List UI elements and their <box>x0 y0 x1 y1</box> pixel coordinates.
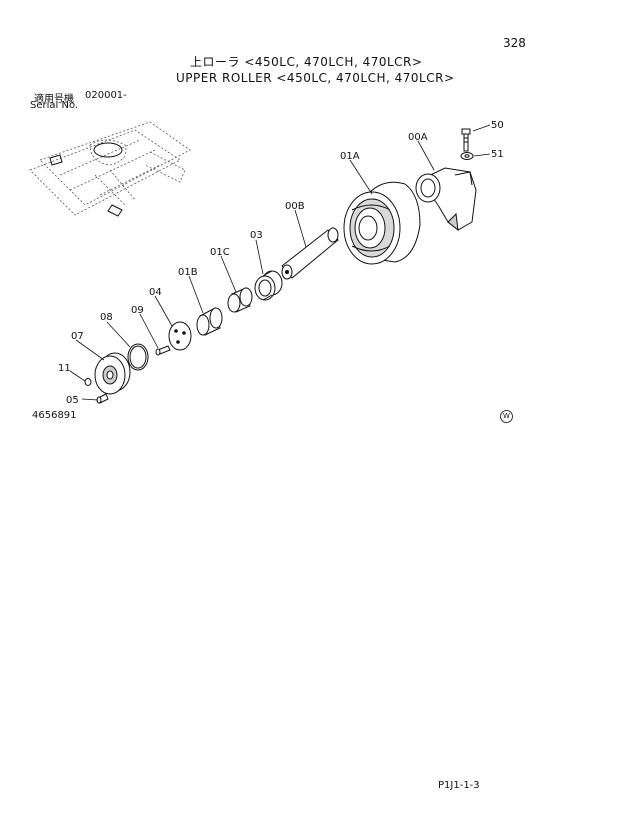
cover-07 <box>94 352 131 395</box>
reference-mark: W <box>500 410 513 423</box>
o-ring-08 <box>127 343 149 371</box>
part-label-01B: 01B <box>178 267 198 278</box>
undercarriage-locator-sketch <box>29 121 191 216</box>
part-label-07: 07 <box>71 331 84 342</box>
bushing-01B <box>196 307 223 336</box>
part-label-04: 04 <box>149 287 162 298</box>
leader-lines <box>69 124 491 401</box>
part-labels: 50 51 00A 01A 00B 03 01C 01B 04 09 08 07… <box>58 120 504 406</box>
part-label-08: 08 <box>100 312 113 323</box>
page-number: 328 <box>503 36 526 50</box>
seal-03 <box>254 270 283 301</box>
serial-number-value: 020001- <box>85 90 127 101</box>
part-label-01A: 01A <box>340 151 360 162</box>
plate-04 <box>168 321 192 351</box>
bushing-01C <box>227 287 253 313</box>
bracket-00A <box>415 167 477 232</box>
title-english: UPPER ROLLER <450LC, 470LCH, 470LCR> <box>176 71 455 85</box>
washer-51 <box>460 152 474 160</box>
page-code: P1J1-1-3 <box>438 780 480 791</box>
bolt-50 <box>461 128 471 152</box>
part-label-00A: 00A <box>408 132 428 143</box>
part-label-05: 05 <box>66 395 79 406</box>
part-label-11: 11 <box>58 363 71 374</box>
part-label-01C: 01C <box>210 247 230 258</box>
plug-11 <box>84 378 92 386</box>
drawing-id: 4656891 <box>32 410 77 421</box>
roller-01A <box>343 181 421 265</box>
serial-label-english: Serial No. <box>30 100 79 111</box>
bolt-05 <box>96 393 109 404</box>
part-label-00B: 00B <box>285 201 305 212</box>
part-label-09: 09 <box>131 305 144 316</box>
serial-label-japanese: 適用号機 <box>34 94 74 105</box>
part-label-50: 50 <box>491 120 504 131</box>
bolt-09 <box>155 345 171 356</box>
shaft-00B <box>281 227 339 280</box>
title-japanese: 上ローラ <450LC, 470LCH, 470LCR> <box>190 55 423 69</box>
part-label-51: 51 <box>491 149 504 160</box>
part-label-03: 03 <box>250 230 263 241</box>
